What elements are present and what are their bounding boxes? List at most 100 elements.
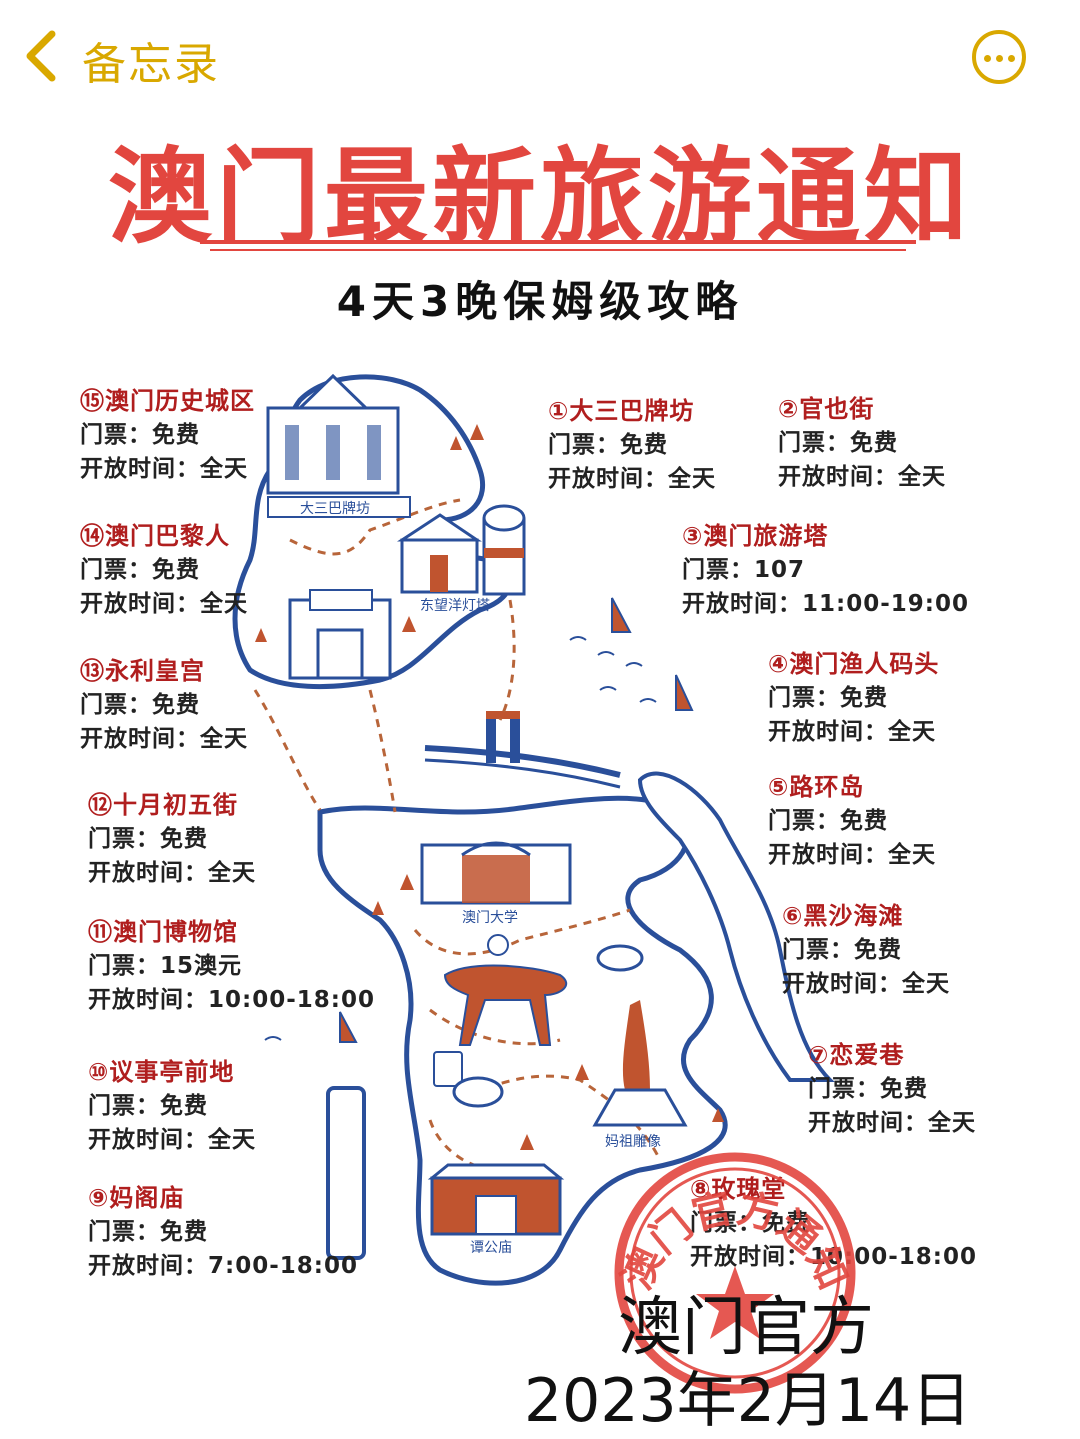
ticket-label: 门票： xyxy=(548,432,620,458)
ticket-label: 门票： xyxy=(682,557,754,583)
poi-7: ⑦恋爱巷 门票：免费 开放时间：全天 xyxy=(808,1038,976,1140)
bridge xyxy=(424,745,621,778)
ticket-label: 门票： xyxy=(88,953,160,979)
hours-value: 11:00-19:00 xyxy=(802,591,969,617)
egg-tart-illustration xyxy=(596,944,644,972)
ticket-value: 免费 xyxy=(160,826,208,852)
poi-name: ⑤路环岛 xyxy=(768,773,865,801)
poi-name: ①大三巴牌坊 xyxy=(548,397,695,425)
ticket-value: 免费 xyxy=(620,432,668,458)
title-underline-thin xyxy=(210,249,906,251)
wave-decorations xyxy=(264,636,657,1041)
ticket-label: 门票： xyxy=(80,557,152,583)
poi-name: ⑦恋爱巷 xyxy=(808,1041,905,1069)
poi-name: ④澳门渔人码头 xyxy=(768,650,940,678)
casino-chips-illustration xyxy=(433,1051,504,1108)
hours-label: 开放时间： xyxy=(768,842,888,868)
poi-1: ①大三巴牌坊 门票：免费 开放时间：全天 xyxy=(548,394,716,496)
poi-13: ⑬永利皇宫 门票：免费 开放时间：全天 xyxy=(80,654,248,756)
ticket-label: 门票： xyxy=(80,422,152,448)
hours-label: 开放时间： xyxy=(808,1110,928,1136)
tree-decorations xyxy=(255,424,724,1150)
small-island xyxy=(326,1086,366,1260)
dot-icon xyxy=(996,55,1003,62)
ticket-value: 免费 xyxy=(880,1076,928,1102)
ticket-value: 免费 xyxy=(160,1219,208,1245)
poi-14: ⑭澳门巴黎人 门票：免费 开放时间：全天 xyxy=(80,519,248,621)
hours-label: 开放时间： xyxy=(80,726,200,752)
map-label-university: 澳门大学 xyxy=(462,910,518,926)
macau-map: 大三巴牌坊 东望洋灯塔 澳门大学 xyxy=(232,373,835,1286)
hours-value: 全天 xyxy=(208,1127,256,1153)
hours-value: 7:00-18:00 xyxy=(208,1253,358,1279)
hours-value: 全天 xyxy=(200,591,248,617)
poi-name: ⑪澳门博物馆 xyxy=(88,918,238,946)
ticket-value: 免费 xyxy=(840,808,888,834)
map-label-ruins: 大三巴牌坊 xyxy=(300,500,370,517)
ticket-label: 门票： xyxy=(768,808,840,834)
ticket-value: 免费 xyxy=(850,430,898,456)
poi-10: ⑩议事亭前地 门票：免费 开放时间：全天 xyxy=(88,1055,256,1157)
hours-label: 开放时间： xyxy=(768,719,888,745)
hours-label: 开放时间： xyxy=(782,971,902,997)
hours-label: 开放时间： xyxy=(88,987,208,1013)
poi-name: ⑩议事亭前地 xyxy=(88,1058,235,1086)
poi-name: ⑧玫瑰堂 xyxy=(690,1175,787,1203)
poi-12: ⑫十月初五街 门票：免费 开放时间：全天 xyxy=(88,788,256,890)
star-icon xyxy=(696,1266,774,1339)
hours-value: 全天 xyxy=(898,464,946,490)
poi-3: ③澳门旅游塔 门票：107 开放时间：11:00-19:00 xyxy=(682,519,969,621)
hours-label: 开放时间： xyxy=(88,1127,208,1153)
ticket-label: 门票： xyxy=(808,1076,880,1102)
ticket-value: 免费 xyxy=(152,557,200,583)
hours-value: 全天 xyxy=(200,456,248,482)
hours-label: 开放时间： xyxy=(778,464,898,490)
poi-11: ⑪澳门博物馆 门票：15澳元 开放时间：10:00-18:00 xyxy=(88,915,375,1017)
map-label-lighthouse: 东望洋灯塔 xyxy=(420,598,490,614)
ticket-value: 免费 xyxy=(152,692,200,718)
page-title: 澳门最新旅游通知 xyxy=(107,136,972,258)
map-label-a-ma: 妈祖雕像 xyxy=(605,1134,661,1150)
hours-value: 10:00-18:00 xyxy=(208,987,375,1013)
hours-label: 开放时间： xyxy=(80,456,200,482)
dot-icon xyxy=(984,55,991,62)
poi-name: ⑥黑沙海滩 xyxy=(782,902,904,930)
ticket-value: 免费 xyxy=(152,422,200,448)
hours-label: 开放时间： xyxy=(690,1244,810,1270)
ticket-label: 门票： xyxy=(690,1210,762,1236)
poi-2: ②官也街 门票：免费 开放时间：全天 xyxy=(778,392,946,494)
back-button[interactable] xyxy=(22,26,92,86)
ticket-value: 免费 xyxy=(160,1093,208,1119)
hours-value: 全天 xyxy=(888,719,936,745)
ticket-label: 门票： xyxy=(88,1219,160,1245)
poi-name: ⑬永利皇宫 xyxy=(80,657,205,685)
a-ma-statue-illustration xyxy=(592,1000,688,1127)
back-label[interactable]: 备忘录 xyxy=(82,39,220,90)
ticket-value: 免费 xyxy=(762,1210,810,1236)
hours-value: 全天 xyxy=(928,1110,976,1136)
hours-value: 全天 xyxy=(200,726,248,752)
ticket-label: 门票： xyxy=(782,937,854,963)
hours-value: 全天 xyxy=(668,466,716,492)
tam-kung-temple-illustration xyxy=(427,1163,565,1236)
navigation-bar: 备忘录 xyxy=(0,0,1080,110)
official-seal: 澳门官方通知 xyxy=(614,1152,856,1394)
page-subtitle: 4天3晚保姆级攻略 xyxy=(336,277,744,326)
poi-name: ⑨妈阁庙 xyxy=(88,1184,185,1212)
poi-15: ⑮澳门历史城区 门票：免费 开放时间：全天 xyxy=(80,384,255,486)
hours-value: 全天 xyxy=(902,971,950,997)
hours-label: 开放时间： xyxy=(80,591,200,617)
hours-value: 全天 xyxy=(208,860,256,886)
hours-label: 开放时间： xyxy=(548,466,668,492)
reclaimed-land xyxy=(637,771,835,1082)
map-label-tam-kung: 谭公庙 xyxy=(470,1240,512,1256)
more-options-button[interactable] xyxy=(972,30,1026,84)
poi-name: ③澳门旅游塔 xyxy=(682,522,829,550)
lighthouse-illustration xyxy=(396,504,526,596)
ticket-value: 免费 xyxy=(854,937,902,963)
ticket-label: 门票： xyxy=(80,692,152,718)
university-illustration xyxy=(420,841,572,905)
ticket-label: 门票： xyxy=(88,1093,160,1119)
poi-6: ⑥黑沙海滩 门票：免费 开放时间：全天 xyxy=(782,899,950,1001)
hours-label: 开放时间： xyxy=(682,591,802,617)
